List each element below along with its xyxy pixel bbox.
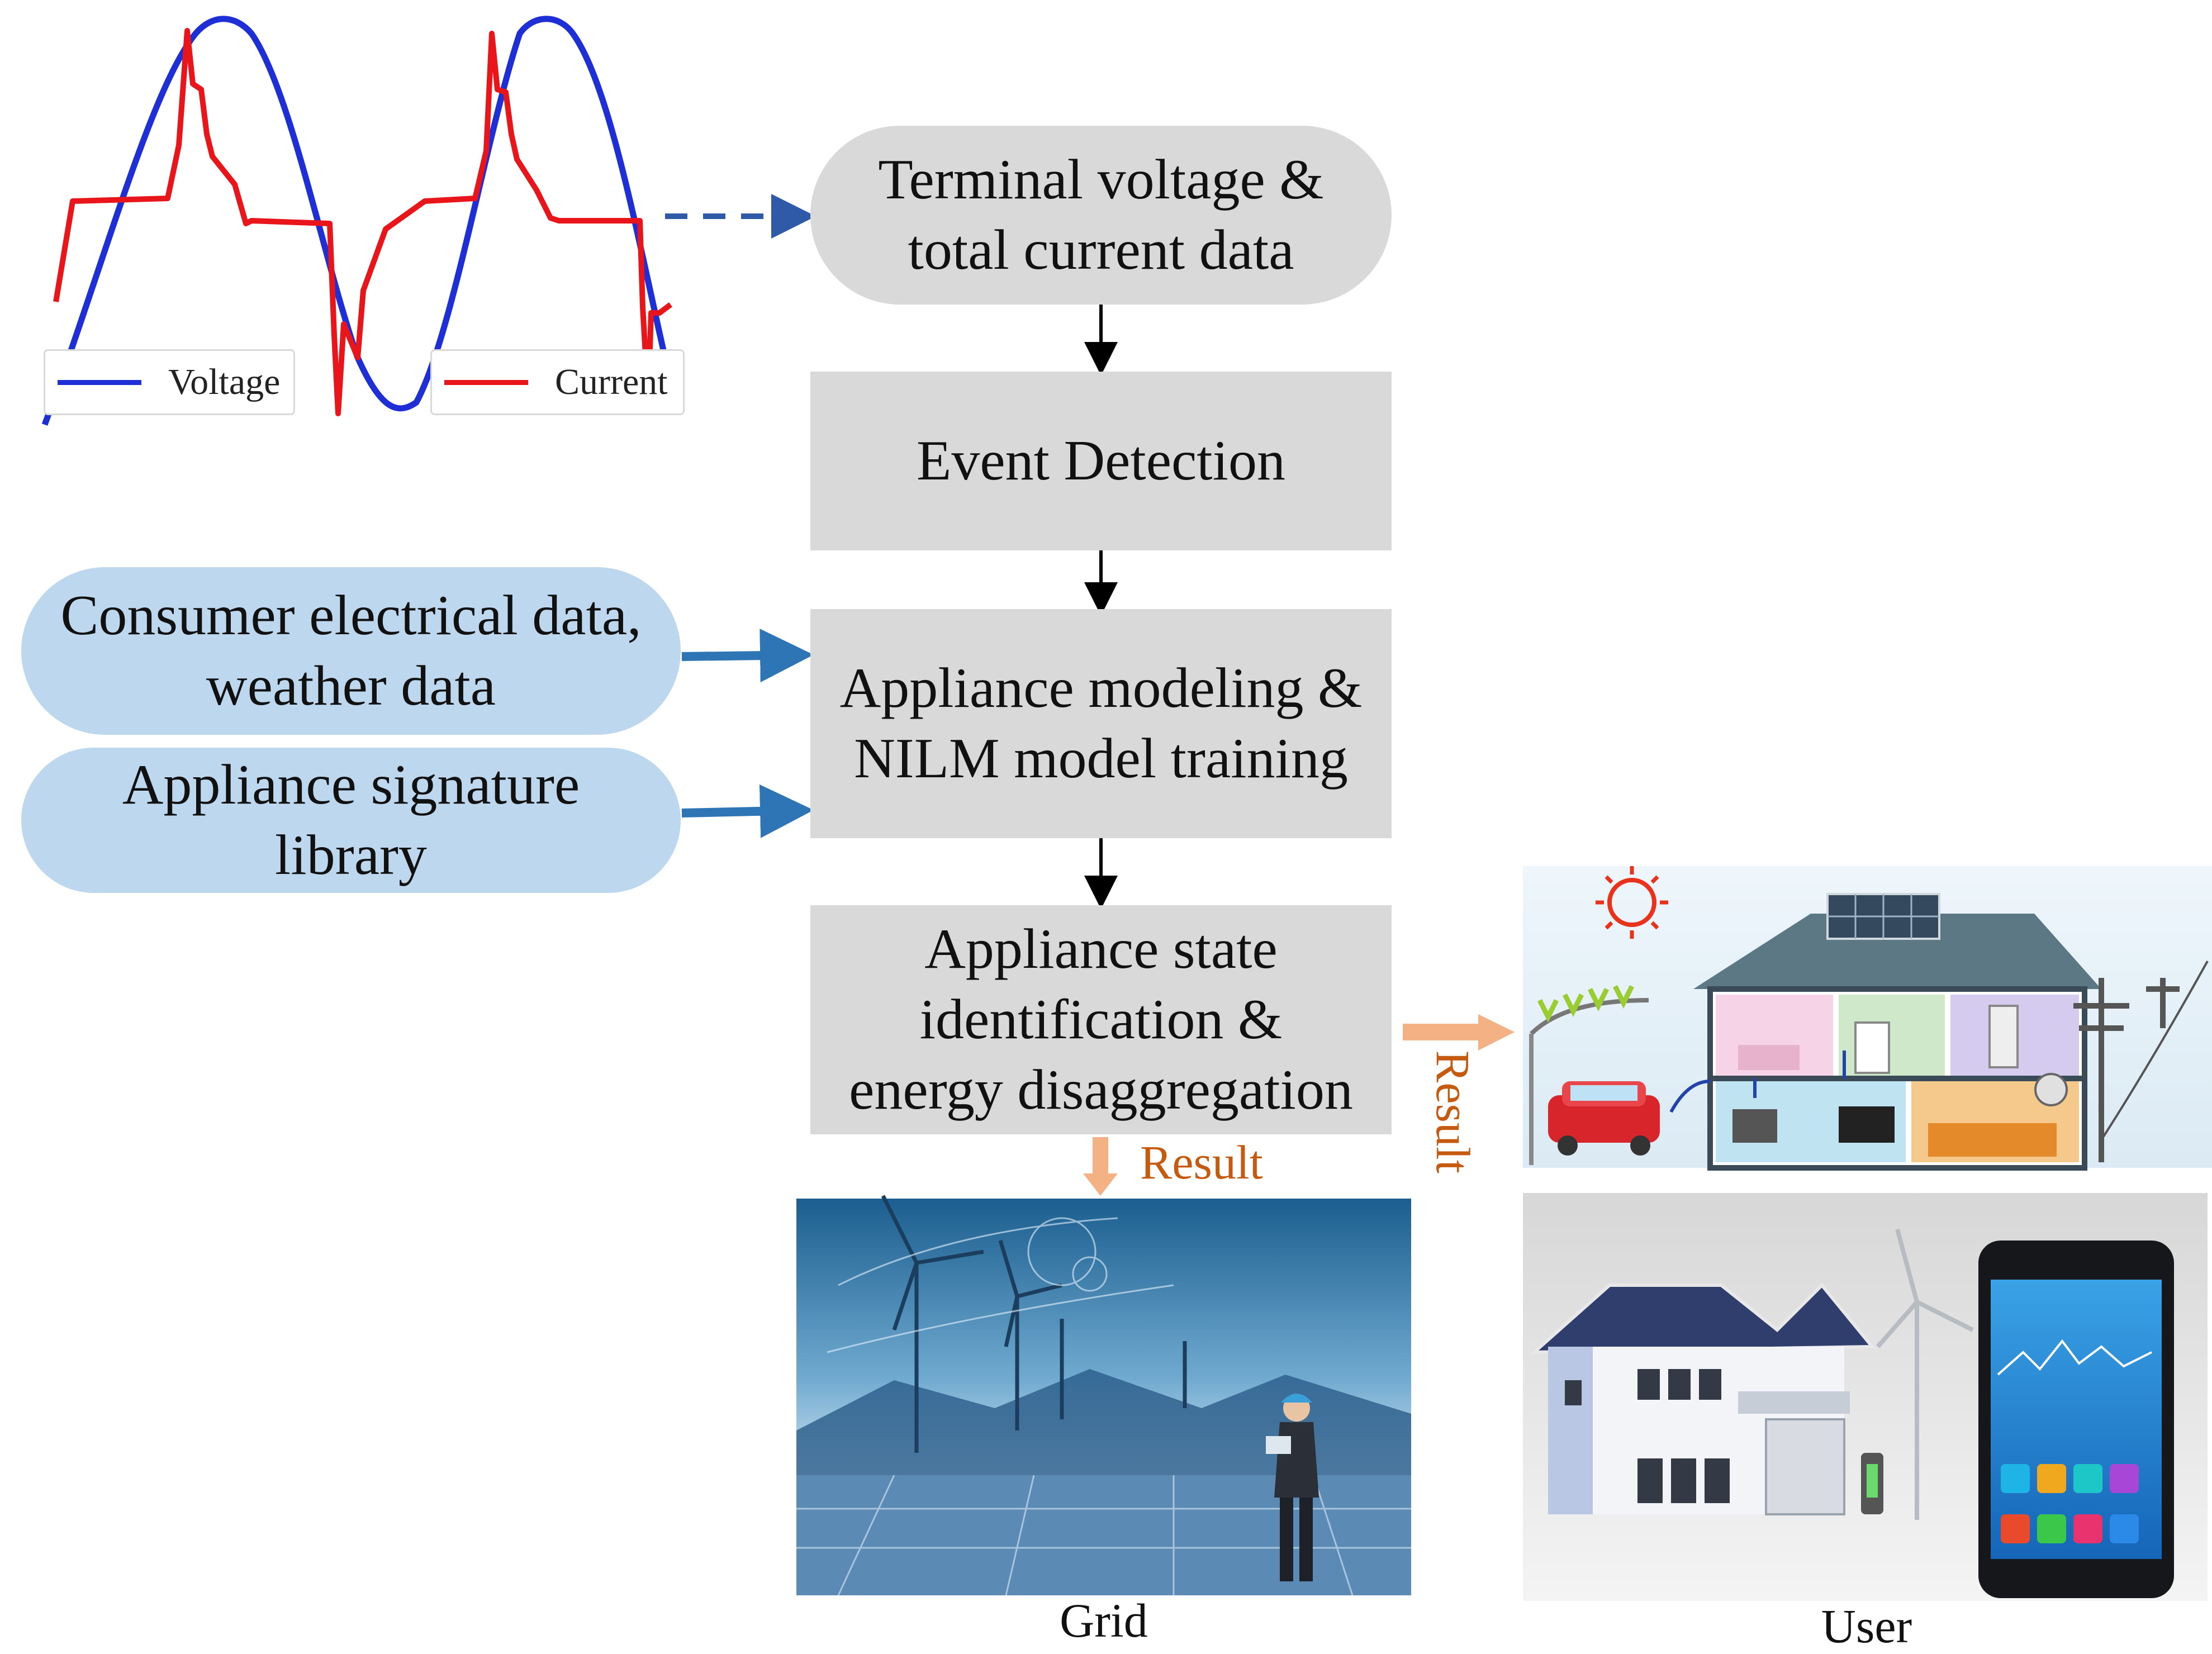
legend-voltage: Voltage (44, 349, 295, 415)
node-consumer-data: Consumer electrical data, weather data (21, 567, 681, 735)
node-signature-library: Appliance signature library (21, 748, 681, 893)
user-caption: User (1821, 1599, 1912, 1653)
smart-home-illustration (1523, 866, 2212, 1171)
car-icon (1548, 1081, 1660, 1156)
node-modeling-line-1: Appliance modeling & (839, 657, 1363, 720)
grid-photo (796, 1195, 1411, 1596)
user-photo (1523, 1193, 2208, 1601)
node-input-data: Terminal voltage & total current data (810, 126, 1392, 305)
grid-caption: Grid (1060, 1594, 1148, 1647)
house-roof (1529, 1282, 1876, 1354)
legend-current-swatch (444, 379, 528, 385)
result-arrow-down (1083, 1137, 1118, 1196)
current-waveform (53, 28, 672, 416)
smartphone-icon (1978, 1240, 2174, 1598)
node-consumer-data-line-2: weather data (206, 654, 496, 717)
wind-turbine-icon (881, 1195, 1187, 1453)
node-modeling-line-2: NILM model training (854, 727, 1348, 790)
engineer-figure (1266, 1394, 1319, 1581)
node-input-data-line-2: total current data (908, 218, 1294, 282)
node-identification: Appliance state identification & energy … (810, 905, 1392, 1134)
node-signature-library-line-1: Appliance signature (122, 753, 580, 816)
node-signature-library-line-2: library (275, 824, 427, 887)
power-pole-icon (2073, 978, 2180, 1162)
result-arrow-right (1403, 1014, 1515, 1051)
legend-voltage-label: Voltage (168, 362, 281, 402)
result-label-down: Result (1140, 1135, 1263, 1189)
node-identification-line-1: Appliance state (924, 918, 1278, 981)
legend-current-label: Current (555, 362, 668, 402)
home-wind-turbine-icon (1876, 1228, 1974, 1520)
node-event-detection: Event Detection (810, 372, 1392, 550)
node-input-data-line-1: Terminal voltage & (878, 148, 1324, 211)
sun-icon (1607, 878, 1656, 927)
arrow-consumer-to-modeling (681, 629, 814, 683)
waveform-plot (41, 16, 672, 426)
node-consumer-data-line-1: Consumer electrical data, (60, 584, 642, 647)
node-event-detection-line-1: Event Detection (917, 429, 1285, 492)
node-modeling: Appliance modeling & NILM model training (810, 609, 1392, 838)
legend-voltage-swatch (58, 379, 141, 385)
arrow-library-to-modeling (681, 784, 814, 838)
node-identification-line-3: energy disaggregation (849, 1058, 1353, 1121)
voltage-waveform (41, 16, 668, 426)
node-identification-line-2: identification & (919, 988, 1283, 1051)
legend-current: Current (430, 349, 685, 415)
result-label-right: Result (1426, 1051, 1480, 1173)
